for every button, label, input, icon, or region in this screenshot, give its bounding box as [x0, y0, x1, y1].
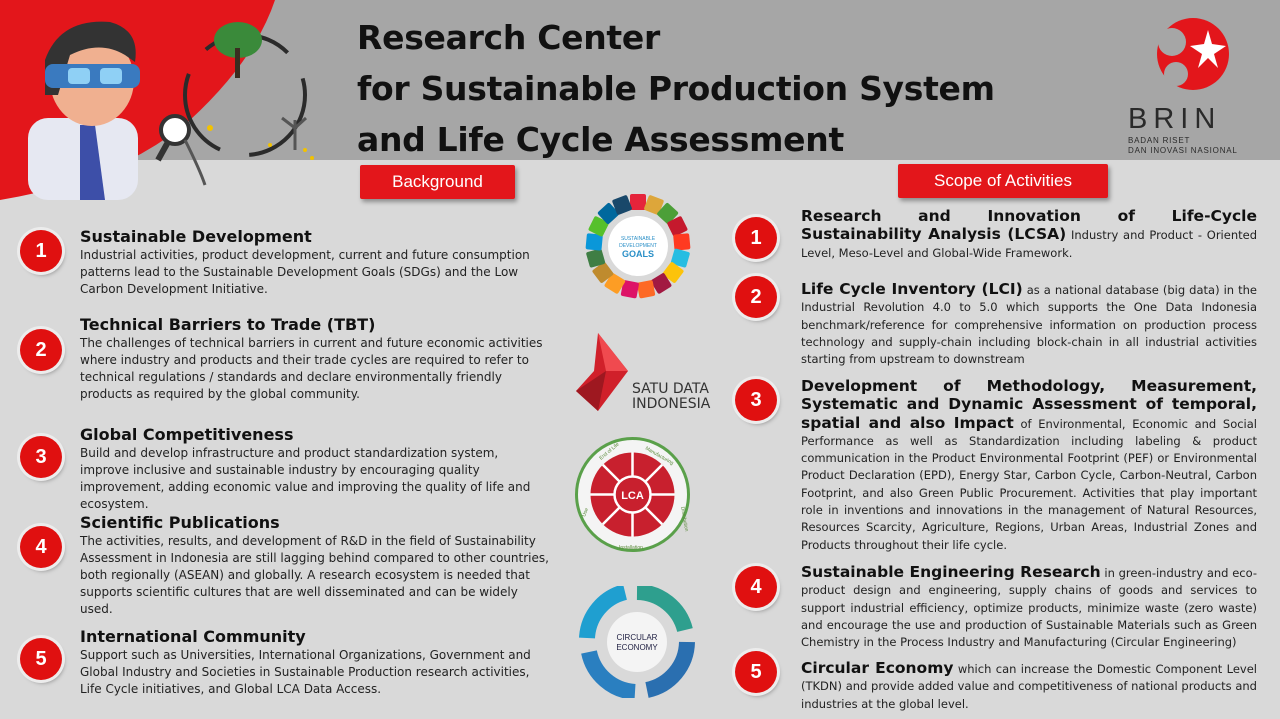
background-item-1: Sustainable Development Industrial activ…	[80, 228, 550, 298]
scope-item-text: as a national database (big data) in the…	[801, 283, 1257, 367]
scope-item-title: Sustainable Engineering Research	[801, 563, 1101, 581]
sdg-goal-tile	[657, 203, 679, 224]
sdg-text-2: DEVELOPMENT	[619, 243, 657, 249]
sdg-goal-tile	[604, 273, 626, 294]
title-line-3: and Life Cycle Assessment	[357, 120, 844, 159]
sdg-goal-tile	[588, 216, 609, 237]
sdg-wheel-icon: SUSTAINABLE DEVELOPMENT GOALS	[585, 194, 691, 299]
background-tag: Background	[360, 165, 515, 199]
lca-ring-label: Installation	[619, 545, 643, 551]
scope-number-1: 1	[735, 217, 777, 259]
scientist-illustration	[0, 0, 314, 200]
sdg-text-1: SUSTAINABLE	[621, 236, 656, 242]
background-item-4: Scientific Publications The activities, …	[80, 514, 550, 618]
title-line-1: Research Center	[357, 18, 660, 57]
background-item-text: The activities, results, and development…	[80, 534, 549, 616]
sdg-goal-tile	[670, 248, 690, 268]
background-item-3: Global Competitiveness Build and develop…	[80, 426, 550, 513]
scope-item-text: Industry and Product - Oriented Level, M…	[801, 228, 1257, 260]
scope-number-4: 4	[735, 566, 777, 608]
background-item-title: International Community	[80, 627, 306, 646]
background-item-title: Scientific Publications	[80, 513, 280, 532]
scope-item-title: Life Cycle Inventory (LCI)	[801, 280, 1023, 298]
background-number-2: 2	[20, 329, 62, 371]
background-item-5: International Community Support such as …	[80, 628, 550, 698]
background-item-text: Industrial activities, product developme…	[80, 248, 530, 296]
scope-item-title: Circular Economy	[801, 659, 954, 677]
background-item-title: Global Competitiveness	[80, 425, 294, 444]
lca-ring-label: Use	[581, 507, 590, 518]
sdg-goal-tile	[662, 262, 684, 283]
circular-text-1: CIRCULAR	[617, 633, 658, 642]
brin-subtitle: BADAN RISET DAN INOVASI NASIONAL	[1128, 136, 1238, 156]
lca-center-label: LCA	[621, 490, 644, 502]
sdg-goal-tile	[644, 195, 664, 215]
background-number-3: 3	[20, 436, 62, 478]
scope-tag: Scope of Activities	[898, 164, 1108, 198]
background-item-title: Technical Barriers to Trade (TBT)	[80, 315, 376, 334]
brin-sub-line-1: BADAN RISET	[1128, 136, 1191, 145]
scope-item-title: Research and Innovation of Life-Cycle Su…	[801, 207, 1257, 244]
scope-item-3: Development of Methodology, Measurement,…	[801, 377, 1257, 554]
scope-number-3: 3	[735, 379, 777, 421]
sdg-goal-tile	[630, 194, 646, 210]
scope-item-text: which can increase the Domestic Componen…	[801, 662, 1257, 711]
scope-item-2: Life Cycle Inventory (LCI) as a national…	[801, 280, 1257, 368]
brin-wordmark: BRIN	[1128, 103, 1222, 135]
scope-number-5: 5	[735, 651, 777, 693]
brin-sub-line-2: DAN INOVASI NASIONAL	[1128, 146, 1238, 155]
sdg-goal-tile	[612, 195, 632, 215]
scope-number-2: 2	[735, 276, 777, 318]
background-number-5: 5	[20, 638, 62, 680]
background-item-title: Sustainable Development	[80, 227, 312, 246]
sdg-goal-tile	[667, 216, 688, 237]
background-item-text: The challenges of technical barriers in …	[80, 336, 543, 401]
title-line-2: for Sustainable Production System	[357, 69, 995, 108]
sdg-goal-tile	[592, 262, 614, 283]
scope-item-text: in green-industry and eco-product design…	[801, 566, 1257, 650]
scope-item-1: Research and Innovation of Life-Cycle Su…	[801, 207, 1257, 262]
background-number-1: 1	[20, 230, 62, 272]
sdg-text-3: GOALS	[622, 249, 654, 259]
scope-item-text: of Environmental, Economic and Social Pe…	[801, 416, 1257, 552]
satu-line-2: INDONESIA	[632, 396, 711, 412]
scope-item-title: Development of Methodology, Measurement,…	[801, 377, 1257, 432]
background-item-2: Technical Barriers to Trade (TBT) The ch…	[80, 316, 550, 403]
background-item-text: Support such as Universities, Internatio…	[80, 648, 531, 696]
satu-line-1: SATU DATA	[632, 381, 709, 397]
sdg-goal-tile	[586, 248, 606, 268]
lca-cycle-icon: LCA End of Life Manufacturing Distributi…	[575, 437, 690, 552]
sdg-goal-tile	[637, 280, 656, 299]
brin-logo-icon	[1157, 18, 1229, 90]
sdg-goal-tile	[650, 273, 672, 294]
satu-data-logo-icon	[576, 333, 628, 411]
sdg-goal-tile	[620, 280, 639, 299]
sdg-goal-tile	[597, 203, 619, 224]
page-title: Research Center for Sustainable Producti…	[357, 12, 995, 165]
lca-ring-label: Distribution	[679, 506, 689, 532]
background-number-4: 4	[20, 526, 62, 568]
background-item-text: Build and develop infrastructure and pro…	[80, 446, 531, 511]
scope-item-4: Sustainable Engineering Research in gree…	[801, 563, 1257, 651]
scope-item-5: Circular Economy which can increase the …	[801, 659, 1257, 713]
circular-economy-icon: CIRCULAR ECONOMY	[579, 586, 695, 698]
sdg-goal-tile	[673, 233, 691, 251]
sdg-goal-tile	[585, 233, 603, 251]
satu-data-text: SATU DATA INDONESIA	[632, 382, 710, 412]
circular-text-2: ECONOMY	[616, 643, 658, 652]
